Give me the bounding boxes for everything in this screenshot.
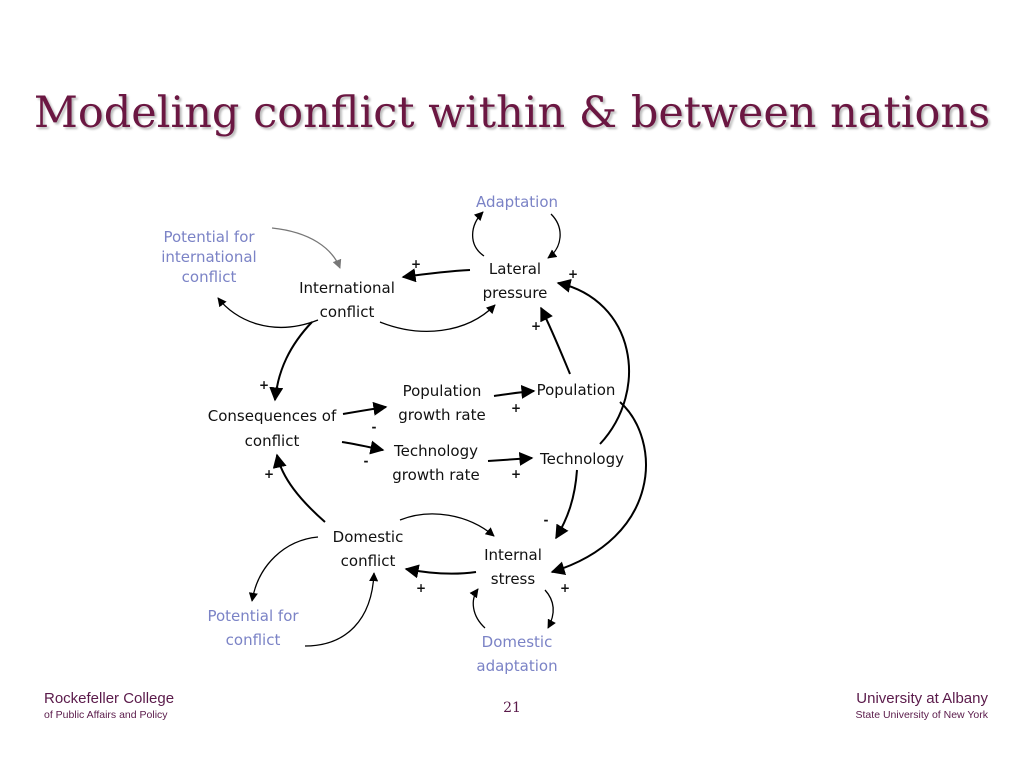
node-label-line: pressure [483,284,548,302]
link-domestic-to-potential-conflict [248,536,319,602]
node-label-line: Technology [539,450,624,468]
node-label-line: Population [537,381,616,399]
sign-stress-to-domestic: + [416,581,426,595]
link-technology-to-stress [555,469,578,540]
node-label-line: growth rate [398,406,485,424]
node-domestic-conflict: Domestic conflict [333,528,404,570]
link-adaptation-to-lateral [547,213,561,259]
node-label-line: conflict [341,552,396,570]
link-lateral-to-adaptation [471,211,485,257]
node-label-line: growth rate [392,466,479,484]
link-consequences-to-techgrowth [341,440,385,455]
node-label-line: Internal [484,546,542,564]
footer-right-subtitle: State University of New York [855,709,988,721]
link-stress-to-domestic [404,564,477,579]
link-potential-international-to-international-conflict [271,227,342,269]
footer-right-title: University at Albany [856,690,988,707]
footer-left-title: Rockefeller College [44,690,175,707]
node-internal-stress: Internal stress [484,546,542,588]
link-techgrowth-to-technology [487,451,534,466]
link-technology-to-lateral [556,278,630,445]
link-population-to-stress [550,401,647,575]
footer-right: University at Albany State University of… [856,690,988,721]
node-potential-international-conflict: Potential for international conflict [161,228,256,286]
link-population-to-lateral [540,306,571,375]
node-label-line: Potential for [163,228,255,246]
node-technology: Technology [539,450,624,468]
link-international-conflict-to-consequences [269,321,313,402]
node-population: Population [537,381,616,399]
sign-consequences-to-techgrowth: - [364,454,369,468]
link-stress-to-domestic-adaptation [544,589,556,629]
sign-lateral-to-international: + [411,257,421,271]
node-label-line: Adaptation [476,193,558,211]
sign-consequences-to-popgrowth: - [372,420,377,434]
node-label-line: Consequences of [208,407,337,425]
node-international-conflict: International conflict [299,279,395,321]
node-adaptation: Adaptation [476,193,558,211]
node-domestic-adaptation: Domestic adaptation [476,633,557,675]
link-consequences-to-popgrowth [342,401,388,416]
node-potential-for-conflict: Potential for conflict [207,607,299,649]
node-label-line: stress [491,570,536,588]
node-label-line: conflict [226,631,281,649]
sign-domestic-to-consequences: + [264,467,274,481]
node-label-line: Potential for [207,607,299,625]
sign-international-to-consequences: + [259,378,269,392]
node-technology-growth-rate: Technology growth rate [392,442,479,484]
link-domestic-adaptation-to-stress [469,588,486,629]
link-international-conflict-to-lateral [379,304,496,332]
node-label-line: international [161,248,256,266]
node-population-growth-rate: Population growth rate [398,382,485,424]
node-lateral-pressure: Lateral pressure [483,260,548,302]
node-label-line: Technology [393,442,478,460]
node-label-line: Domestic [482,633,553,651]
node-label-line: adaptation [476,657,557,675]
link-popgrowth-to-population [493,384,536,399]
node-label-line: conflict [245,432,300,450]
sign-techgrowth-to-technology: + [511,467,521,481]
footer-left: Rockefeller College of Public Affairs an… [44,690,174,721]
node-label-line: Domestic [333,528,404,546]
node-consequences-of-conflict: Consequences of conflict [208,407,337,450]
link-lateral-to-international-conflict [401,268,471,283]
sign-domestic-adaptation-to-stress: + [560,581,570,595]
link-potential-conflict-to-domestic [304,572,379,647]
link-domestic-to-stress [399,513,495,537]
link-domestic-to-consequences [272,453,326,523]
node-label-line: conflict [320,303,375,321]
sign-technology-to-stress: - [544,513,549,527]
footer-left-subtitle: of Public Affairs and Policy [44,709,168,721]
node-label-line: Population [403,382,482,400]
page-number: 21 [503,700,521,716]
node-label-line: Lateral [489,260,541,278]
sign-popgrowth-to-population: + [511,401,521,415]
sign-population-to-lateral: + [531,319,541,333]
node-label-line: conflict [182,268,237,286]
sign-adaptation-to-lateral: + [568,267,578,281]
link-international-conflict-to-potential-international [217,297,319,328]
node-label-line: International [299,279,395,297]
slide-title: Modeling conflict within & between natio… [33,88,991,138]
